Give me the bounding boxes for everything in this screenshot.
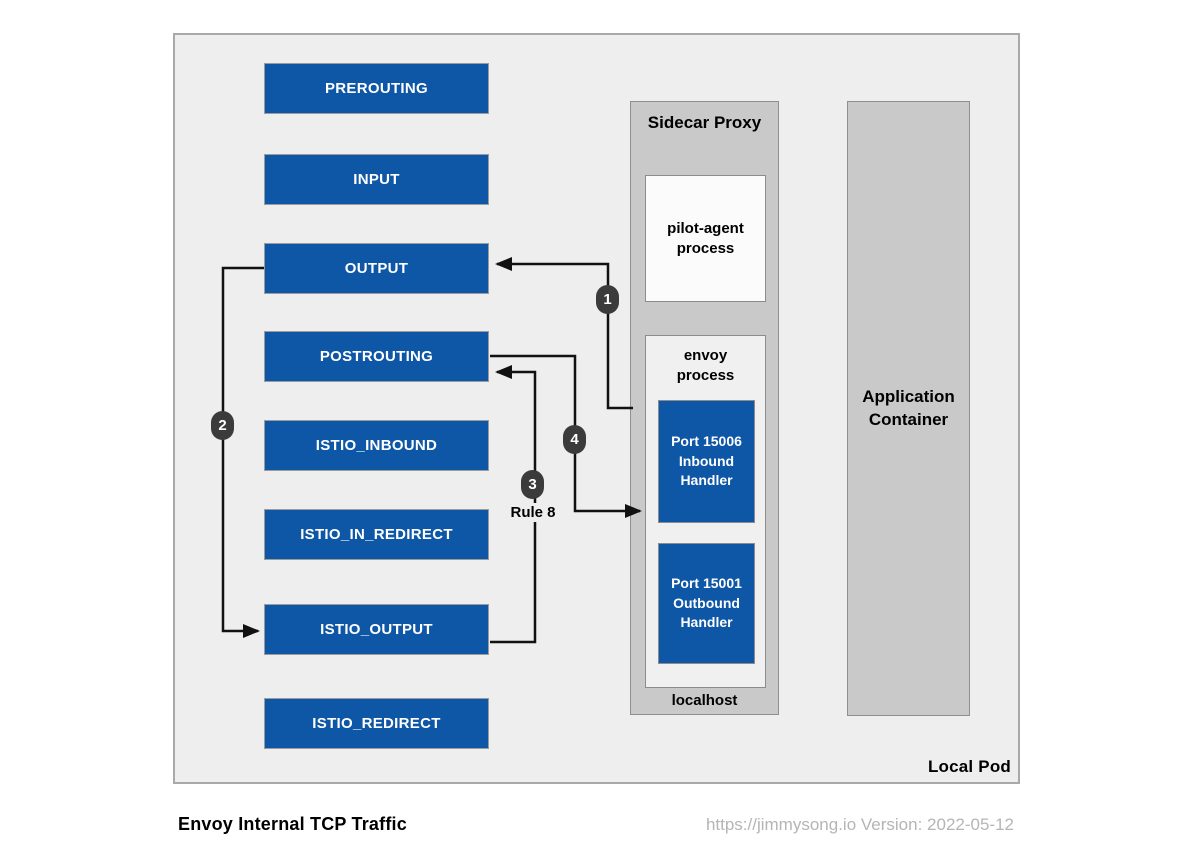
chain-box-istio-redirect: ISTIO_REDIRECT — [264, 698, 489, 749]
chain-box-prerouting: PREROUTING — [264, 63, 489, 114]
envoy-process-label: envoy process — [676, 347, 735, 384]
chain-box-istio-output: ISTIO_OUTPUT — [264, 604, 489, 655]
chain-box-input: INPUT — [264, 154, 489, 205]
step-badge-3: 3 — [521, 470, 544, 499]
step-badge-4: 4 — [563, 425, 586, 454]
sidecar-proxy-box: Sidecar Proxy pilot-agent process envoy … — [630, 101, 779, 715]
pilot-agent-box: pilot-agent process — [645, 175, 766, 302]
chain-box-output: OUTPUT — [264, 243, 489, 294]
diagram-title: Envoy Internal TCP Traffic — [178, 814, 407, 834]
step-badge-1: 1 — [596, 285, 619, 314]
outbound-handler-box: Port 15001 Outbound Handler — [658, 543, 755, 664]
application-container-label: Application Container — [862, 386, 955, 429]
rule-8-label: Rule 8 — [506, 503, 560, 522]
outbound-handler-label: Port 15001 Outbound Handler — [671, 575, 742, 631]
localhost-label: localhost — [671, 692, 738, 709]
step-badge-2: 2 — [211, 411, 234, 440]
sidecar-proxy-title: Sidecar Proxy — [647, 113, 762, 132]
local-pod-label: Local Pod — [927, 757, 1011, 776]
inbound-handler-box: Port 15006 Inbound Handler — [658, 400, 755, 523]
pilot-agent-label: pilot-agent process — [667, 220, 744, 257]
chain-box-postrouting: POSTROUTING — [264, 331, 489, 382]
envoy-process-box: envoy process Port 15006 Inbound Handler… — [645, 335, 766, 688]
chain-box-istio-in-redirect: ISTIO_IN_REDIRECT — [264, 509, 489, 560]
attribution-text: https://jimmysong.io Version: 2022-05-12 — [705, 815, 1014, 834]
inbound-handler-label: Port 15006 Inbound Handler — [671, 433, 742, 489]
chain-box-istio-inbound: ISTIO_INBOUND — [264, 420, 489, 471]
application-container-box: Application Container — [847, 101, 970, 716]
